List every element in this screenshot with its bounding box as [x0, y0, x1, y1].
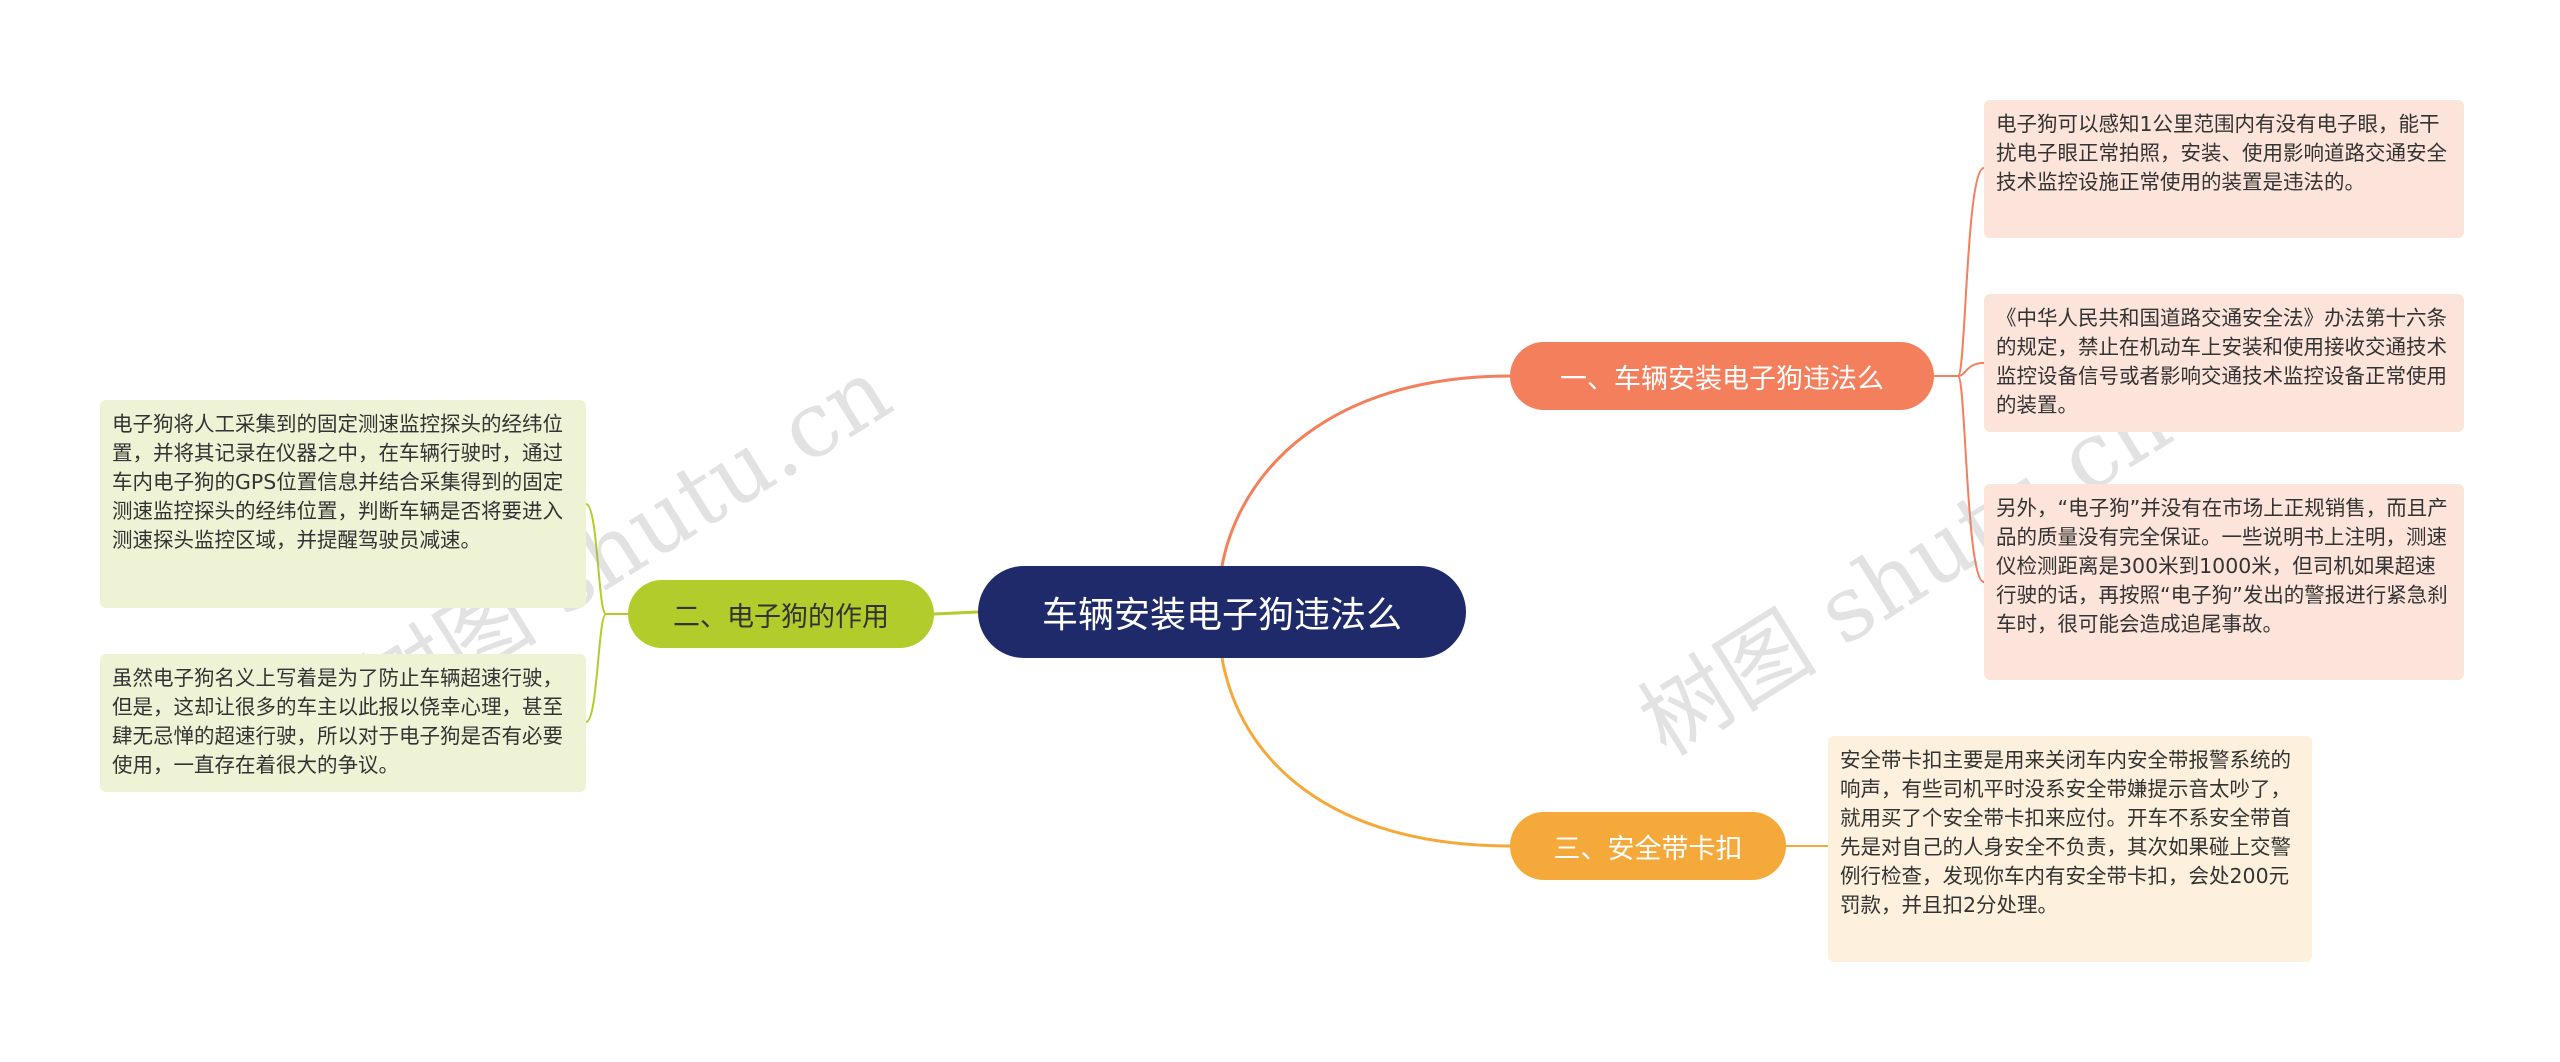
leaf-topic-1-1[interactable]: 电子狗可以感知1公里范围内有没有电子眼，能干扰电子眼正常拍照，安装、使用影响道路…	[1984, 100, 2464, 238]
central-topic[interactable]: 车辆安装电子狗违法么	[978, 566, 1466, 658]
branch-topic-1[interactable]: 一、车辆安装电子狗违法么	[1510, 342, 1934, 410]
connector-branch1-leaf3	[1934, 375, 1985, 583]
connector-branch2-leaf1	[585, 503, 628, 615]
connector-branch2-leaf2	[585, 613, 628, 723]
leaf-topic-1-2[interactable]: 《中华人民共和国道路交通安全法》办法第十六条的规定，禁止在机动车上安装和使用接收…	[1984, 294, 2464, 432]
connector-center-branch1	[1220, 374, 1511, 567]
connector-branch1-leaf1	[1934, 167, 1985, 377]
connector-center-branch2	[933, 610, 979, 616]
branch-topic-2[interactable]: 二、电子狗的作用	[628, 580, 934, 648]
branch-topic-3[interactable]: 三、安全带卡扣	[1510, 812, 1786, 880]
connector-center-branch3	[1220, 657, 1511, 848]
leaf-topic-1-3[interactable]: 另外，“电子狗”并没有在市场上正规销售，而且产品的质量没有完全保证。一些说明书上…	[1984, 484, 2464, 680]
leaf-topic-2-1[interactable]: 电子狗将人工采集到的固定测速监控探头的经纬位置，并将其记录在仪器之中，在车辆行驶…	[100, 400, 586, 608]
leaf-topic-3-1[interactable]: 安全带卡扣主要是用来关闭车内安全带报警系统的响声，有些司机平时没系安全带嫌提示音…	[1828, 736, 2312, 962]
leaf-topic-2-2[interactable]: 虽然电子狗名义上写着是为了防止车辆超速行驶，但是，这却让很多的车主以此报以侥幸心…	[100, 654, 586, 792]
